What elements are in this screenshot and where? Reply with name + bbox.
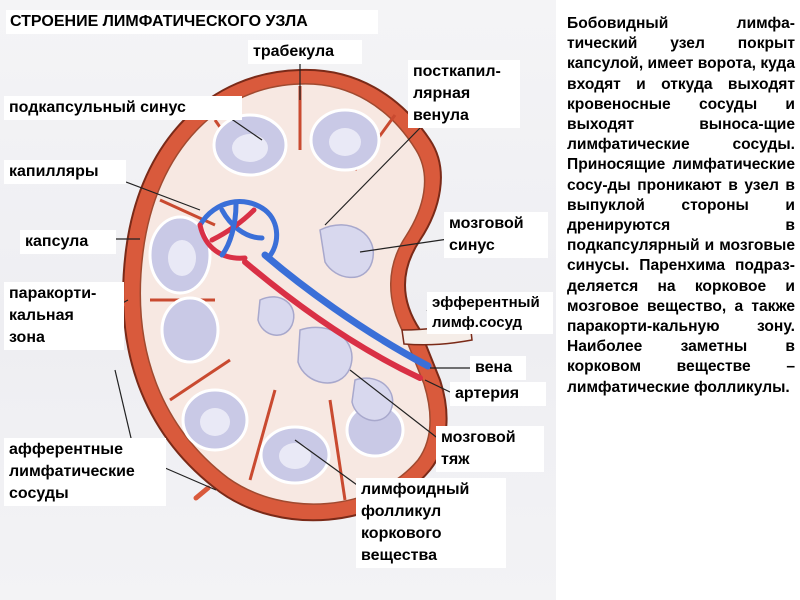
label-medullary-cord: мозговой тяж bbox=[436, 426, 544, 472]
label-capillaries: капилляры bbox=[4, 160, 126, 184]
page-title: СТРОЕНИЕ ЛИМФАТИЧЕСКОГО УЗЛА bbox=[6, 10, 378, 34]
label-subcapsular-sinus: подкапсульный синус bbox=[4, 96, 242, 120]
label-vein: вена bbox=[470, 356, 526, 380]
label-paracortical-zone: паракорти- кальная зона bbox=[4, 282, 124, 350]
label-medullary-sinus: мозговой синус bbox=[444, 212, 548, 258]
diagram-area: СТРОЕНИЕ ЛИМФАТИЧЕСКОГО УЗЛА трабекула п… bbox=[0, 0, 556, 600]
follicle-4 bbox=[162, 298, 218, 362]
label-lymphoid-follicle: лимфоидный фолликул коркового вещества bbox=[356, 478, 506, 568]
label-capsule: капсула bbox=[20, 230, 116, 254]
description-text: Бобовидный лимфа-тический узел покрыт ка… bbox=[567, 14, 795, 398]
label-efferent-vessel: эфферентный лимф.сосуд bbox=[427, 292, 553, 334]
label-afferent-vessels: афферентные лимфатические сосуды bbox=[4, 438, 166, 506]
label-trabecula: трабекула bbox=[248, 40, 362, 64]
afferent-vessel-2 bbox=[196, 488, 208, 498]
label-artery: артерия bbox=[450, 382, 546, 406]
label-postcapillary-venule: посткапил- лярная венула bbox=[408, 60, 520, 128]
medullary-cord-4 bbox=[258, 297, 294, 335]
